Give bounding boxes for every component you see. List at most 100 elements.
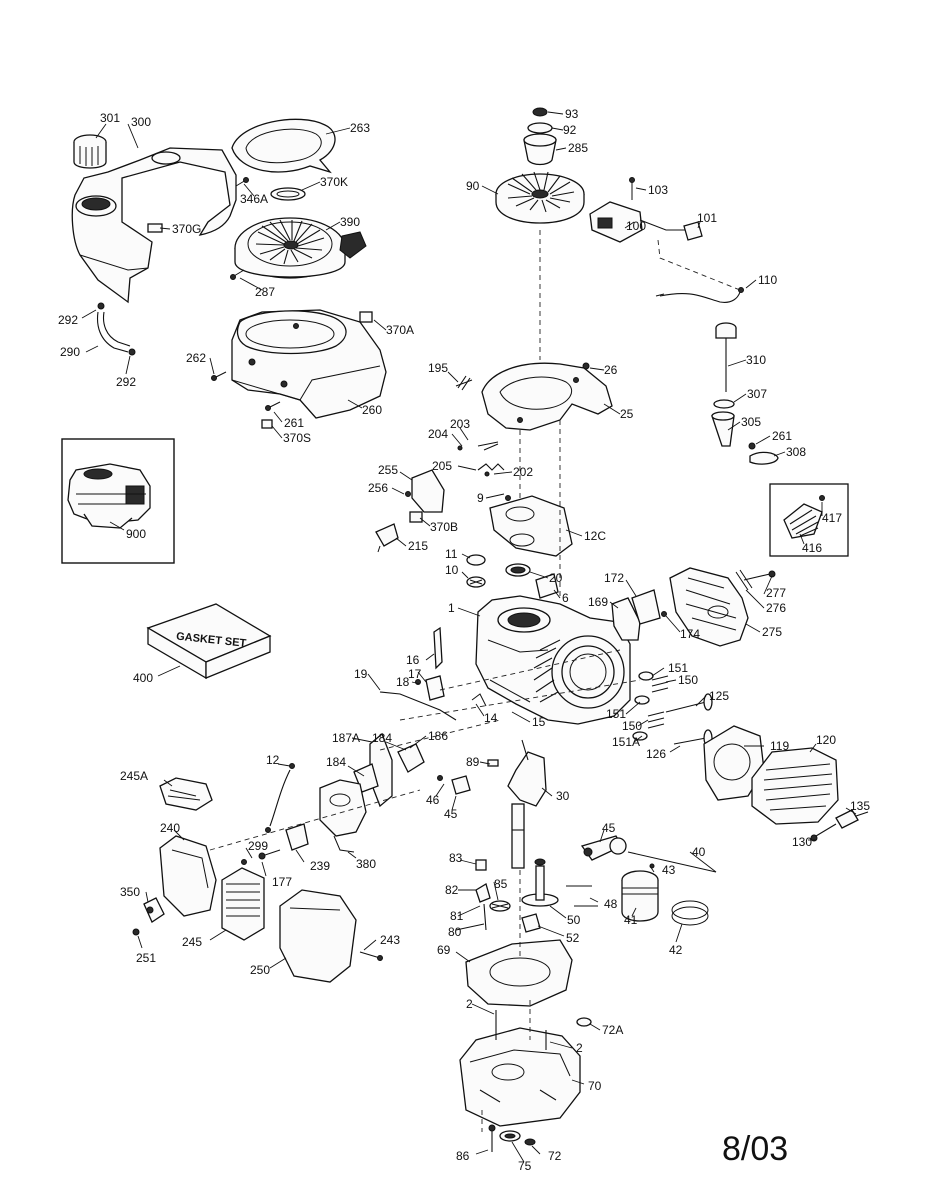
fuel-line-290 xyxy=(96,302,136,356)
o-ring-307 xyxy=(713,399,735,409)
washer-92 xyxy=(527,122,553,134)
gasket-350 xyxy=(143,897,165,923)
gear-85 xyxy=(489,900,511,912)
label-41: 41 xyxy=(624,913,638,927)
label-89: 89 xyxy=(466,755,480,769)
label-9: 9 xyxy=(477,491,484,505)
label-215: 215 xyxy=(408,539,428,553)
plug-72 xyxy=(524,1138,536,1146)
label-18: 18 xyxy=(396,675,410,689)
clip-308 xyxy=(749,451,779,465)
connecting-rod-45 xyxy=(580,835,627,861)
fuel-cap-301 xyxy=(73,134,107,169)
label-370K: 370K xyxy=(320,175,348,189)
governor-83-82-81 xyxy=(475,859,491,931)
plug-72A xyxy=(576,1017,592,1027)
label-350: 350 xyxy=(120,885,140,899)
label-14: 14 xyxy=(484,711,498,725)
block-6 xyxy=(535,573,559,599)
crankshaft-30 xyxy=(507,739,547,869)
ground-wire-110 xyxy=(655,287,744,303)
label-290: 290 xyxy=(60,345,80,359)
label-305: 305 xyxy=(741,415,761,429)
label-26: 26 xyxy=(604,363,618,377)
label-6: 6 xyxy=(562,591,569,605)
gasket-184 xyxy=(353,743,425,793)
sump-gasket-69 xyxy=(465,939,573,1007)
air-guide-255 xyxy=(405,469,445,523)
control-bracket-25 xyxy=(481,362,613,431)
screw-261 xyxy=(265,401,281,411)
screw-26 xyxy=(582,362,590,370)
label-126: 126 xyxy=(646,747,666,761)
screw-177 xyxy=(258,849,281,860)
label-69: 69 xyxy=(437,943,451,957)
label-346A: 346A xyxy=(240,192,268,206)
label-16: 16 xyxy=(406,653,420,667)
carburetor-380 xyxy=(319,779,367,853)
piston-41 xyxy=(621,870,659,922)
valve-125 xyxy=(665,693,713,713)
label-46: 46 xyxy=(426,793,440,807)
label-130: 130 xyxy=(792,835,812,849)
label-203: 203 xyxy=(450,417,470,431)
seal-20 xyxy=(505,563,531,577)
label-72A: 72A xyxy=(602,1023,623,1037)
decal-370S xyxy=(261,419,273,429)
lever-203 xyxy=(457,441,499,451)
label-151A: 151A xyxy=(612,735,640,749)
screw-287 xyxy=(230,269,245,280)
label-120: 120 xyxy=(816,733,836,747)
label-110: 110 xyxy=(758,273,777,287)
label-2a: 2 xyxy=(466,997,473,1011)
tappets-52 xyxy=(521,913,541,933)
assembly-guide-lines xyxy=(209,230,641,1132)
screw-251 xyxy=(132,928,140,936)
label-277: 277 xyxy=(766,586,786,600)
label-301: 301 xyxy=(100,111,120,125)
spring-195 xyxy=(455,375,473,391)
breather-cap-11 xyxy=(466,554,486,566)
label-186: 186 xyxy=(428,729,448,743)
label-417: 417 xyxy=(822,511,842,525)
label-81: 81 xyxy=(450,909,464,923)
label-52: 52 xyxy=(566,931,580,945)
screw-262 xyxy=(211,371,227,381)
decal-370A xyxy=(359,311,373,323)
gasket-239 xyxy=(285,823,309,851)
screw-261b xyxy=(748,442,756,450)
label-243: 243 xyxy=(380,933,400,947)
label-261b: 261 xyxy=(772,429,792,443)
camshaft-50 xyxy=(521,858,559,907)
label-48: 48 xyxy=(604,897,618,911)
label-202: 202 xyxy=(513,465,533,479)
engine-assembly-inset-900 xyxy=(61,438,175,564)
label-184b: 184 xyxy=(326,755,346,769)
label-276: 276 xyxy=(766,601,786,615)
air-cleaner-base-240 xyxy=(159,835,217,917)
label-101: 101 xyxy=(697,211,717,225)
gasket-set-box-400: GASKET SET xyxy=(146,603,272,680)
gasket-263 xyxy=(231,118,336,174)
label-245: 245 xyxy=(182,935,202,949)
label-370B: 370B xyxy=(430,520,458,534)
label-251: 251 xyxy=(136,951,156,965)
label-45a: 45 xyxy=(444,807,458,821)
label-275: 275 xyxy=(762,625,782,639)
screw-103 xyxy=(629,177,635,200)
date-stamp: 8/03 xyxy=(722,1130,788,1168)
spark-arrestor-inset xyxy=(769,483,849,557)
label-245A: 245A xyxy=(120,769,148,783)
label-50: 50 xyxy=(567,913,581,927)
crankcase-cover-70 xyxy=(459,1027,581,1127)
label-174: 174 xyxy=(680,627,700,641)
label-125: 125 xyxy=(709,689,729,703)
label-285: 285 xyxy=(568,141,588,155)
valve-springs-150 xyxy=(647,675,669,729)
filter-cover-245A xyxy=(159,777,213,811)
dipstick-310 xyxy=(715,322,737,392)
label-70: 70 xyxy=(588,1079,602,1093)
label-151b: 151 xyxy=(606,707,626,721)
label-42: 42 xyxy=(669,943,683,957)
fuel-line-12 xyxy=(265,763,295,833)
